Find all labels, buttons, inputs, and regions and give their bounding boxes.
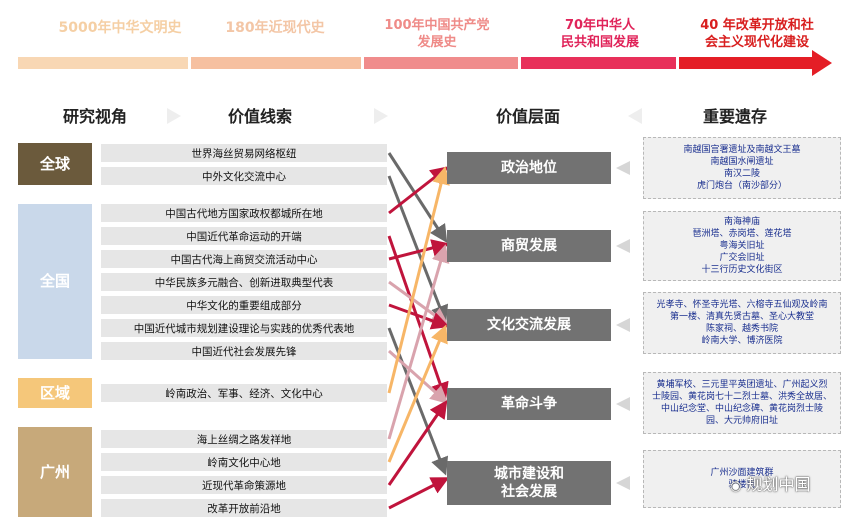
perspective-regional: 区域 (18, 378, 92, 408)
legacy-item: 第一楼、清真先贤古墓、圣心大教堂 (669, 312, 814, 322)
legacy-item: 粤海关旧址 (719, 241, 765, 251)
value-clue: 改革开放前沿地 (101, 499, 387, 517)
legacy-link-arrow-icon (616, 318, 630, 332)
perspective-national: 全国 (18, 204, 92, 359)
legacy-item: 陈家祠、越秀书院 (705, 324, 778, 334)
timeline-arrowhead-icon (812, 50, 832, 76)
legacy-item: 士陵园、黄花岗七十二烈士墓、洪秀全故居、 (651, 392, 832, 402)
legacy-item: 十三行历史文化街区 (701, 265, 783, 275)
timeline-bar-segment (679, 57, 813, 69)
legacy-item: 虎门炮台（南沙部分） (696, 181, 787, 191)
connection-line (387, 324, 448, 463)
legacy-item: 南汉二陵 (723, 169, 760, 179)
timeline-period-label: 70年中华人 民共和国发展 (560, 18, 639, 50)
legacy-item: 光孝寺、怀圣寺光塔、六榕寺五仙观及岭南 (656, 300, 828, 310)
value-clue: 中国古代海上商贸交流活动中心 (101, 250, 387, 268)
header-levels: 价值层面 (495, 107, 560, 126)
legacy-item: 广交会旧址 (719, 253, 765, 263)
header-arrow-icon (374, 108, 388, 124)
perspective-label: 区域 (39, 383, 70, 402)
connection-line (388, 303, 450, 330)
header-arrow-icon (167, 108, 181, 124)
legacy-box-politics: 南越国宫署遗址及南越文王墓 南越国水闸遗址 南汉二陵 虎门炮台（南沙部分） (643, 137, 841, 199)
legacy-box-trade: 南海神庙 琶洲塔、赤岗塔、莲花塔 粤海关旧址 广交会旧址 十三行历史文化街区 (643, 211, 841, 281)
value-clue: 中国近代城市规划建设理论与实践的优秀代表地 (101, 319, 387, 337)
connection-line (387, 166, 450, 394)
connection-line (387, 175, 449, 324)
perspective-label: 广州 (39, 462, 70, 481)
legacy-item: 园、大元帅府旧址 (705, 416, 778, 426)
value-clue: 中国近代社会发展先锋 (101, 342, 387, 360)
timeline-period-label: 40 年改革开放和社 会主义现代化建设 (700, 18, 814, 50)
perspective-global: 全球 (18, 143, 92, 185)
legacy-box-urban: 广州沙面建筑群 骑楼街 (643, 450, 841, 508)
timeline-period-label: 100年中国共产党 发展史 (384, 18, 490, 50)
legacy-item: 琶洲塔、赤岗塔、莲花塔 (692, 229, 792, 239)
value-clue: 中国古代地方国家政权都城所在地 (101, 204, 387, 222)
legacy-item: 南越国水闸遗址 (710, 157, 774, 167)
timeline-bar-segment (18, 57, 188, 69)
timeline-period-label: 5000年中华文明史 (58, 20, 182, 36)
header-clues: 价值线索 (227, 107, 292, 126)
connection-line (387, 400, 448, 486)
perspective-guangzhou: 广州 (18, 427, 92, 517)
value-clue: 海上丝绸之路发祥地 (101, 430, 387, 448)
timeline-period-label: 180年近现代史 (225, 20, 325, 36)
timeline-bar-segment (364, 57, 518, 69)
value-clue: 世界海丝贸易网络枢纽 (101, 144, 387, 162)
watermark-text: ◉ 规划中国 (730, 471, 810, 495)
perspective-label: 全球 (39, 154, 70, 173)
value-clue: 岭南政治、军事、经济、文化中心 (101, 384, 387, 402)
value-clue: 近现代革命策源地 (101, 476, 387, 494)
legacy-item: 广州沙面建筑群 (710, 468, 774, 478)
timeline-bar-segment (521, 57, 676, 69)
watermark-label: 规划中国 (746, 475, 811, 494)
legacy-box-culture: 光孝寺、怀圣寺光塔、六榕寺五仙观及岭南 第一楼、清真先贤古墓、圣心大教堂 陈家祠… (643, 292, 841, 354)
value-clue: 中外文化交流中心 (101, 167, 387, 185)
connection-line (387, 244, 450, 440)
perspective-label: 全国 (39, 272, 70, 290)
header-legacy: 重要遗存 (702, 107, 767, 126)
header-perspective: 研究视角 (62, 107, 127, 126)
legacy-item: 岭南大学、博济医院 (701, 336, 783, 346)
legacy-item: 黄埔军校、三元里平英团遗址、广州起义烈 (656, 380, 828, 390)
header-arrow-icon (628, 108, 642, 124)
legacy-item: 南越国宫署遗址及南越文王墓 (683, 145, 801, 155)
timeline-bar-segment (191, 57, 361, 69)
value-clue: 中国近代革命运动的开端 (101, 227, 387, 245)
legacy-box-revolution: 黄埔军校、三元里平英团遗址、广州起义烈 士陵园、黄花岗七十二烈士墓、洪秀全故居、… (643, 372, 841, 434)
value-level-trade: 商贸发展 (447, 230, 611, 262)
legacy-item: 中山纪念堂、中山纪念碑、黄花岗烈士陵 (660, 404, 823, 414)
connection-line (388, 477, 450, 510)
value-clue: 岭南文化中心地 (101, 453, 387, 471)
value-level-revolution: 革命斗争 (447, 388, 611, 420)
value-clue: 中华文化的重要组成部分 (101, 296, 387, 314)
value-level-culture: 文化交流发展 (447, 309, 611, 341)
value-level-politics: 政治地位 (447, 152, 611, 184)
legacy-link-arrow-icon (616, 161, 630, 175)
value-clue: 中华民族多元融合、创新进取典型代表 (101, 273, 387, 291)
value-level-urban: 城市建设和 社会发展 (447, 461, 611, 505)
legacy-item: 骑楼街 (728, 480, 756, 490)
legacy-item: 南海神庙 (723, 217, 760, 227)
legacy-link-arrow-icon (616, 476, 630, 490)
connection-line (387, 152, 448, 244)
legacy-link-arrow-icon (616, 397, 630, 411)
legacy-link-arrow-icon (616, 239, 630, 253)
watermark-logo-icon: ◉ (730, 479, 742, 494)
